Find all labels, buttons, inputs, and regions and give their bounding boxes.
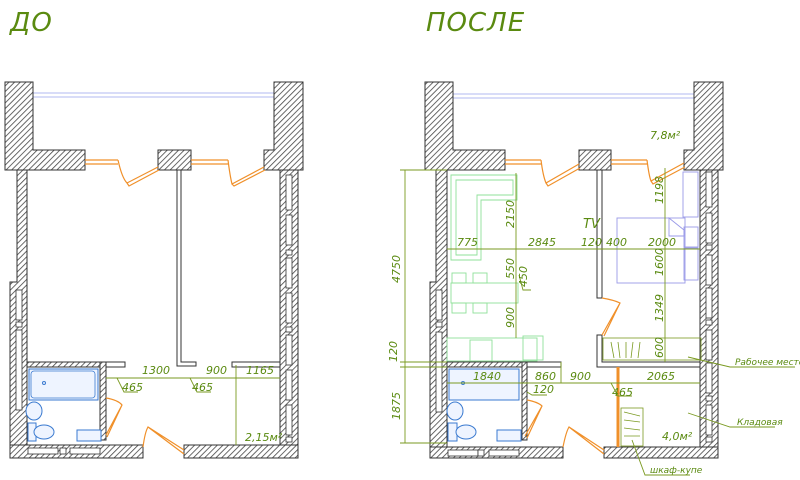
dim-550: 550 bbox=[504, 258, 517, 279]
dim-465: 465 bbox=[192, 381, 213, 394]
label-storage: Кладовая bbox=[737, 418, 783, 428]
dim-2845: 2845 bbox=[528, 236, 556, 249]
toilet bbox=[33, 424, 55, 440]
dim-120-bath: 120 bbox=[533, 383, 554, 396]
bathtub bbox=[28, 368, 99, 401]
dim-900: 900 bbox=[206, 364, 227, 377]
bed bbox=[616, 171, 699, 284]
dim-1349: 1349 bbox=[653, 294, 666, 322]
dim-2065: 2065 bbox=[647, 370, 675, 383]
dim-900: 900 bbox=[570, 370, 591, 383]
tv-label: TV bbox=[583, 217, 601, 232]
label-workplace: Рабочее место bbox=[735, 358, 800, 368]
dim-1165: 1165 bbox=[246, 364, 274, 377]
dim-1840: 1840 bbox=[473, 370, 501, 383]
area-label: 2,15м² bbox=[245, 431, 283, 444]
dim-2000: 2000 bbox=[648, 236, 676, 249]
dim-400: 400 bbox=[606, 236, 627, 249]
wall-top-right bbox=[263, 81, 304, 171]
dim-120: 120 bbox=[387, 341, 400, 362]
dim-120: 120 bbox=[581, 236, 602, 249]
sink bbox=[25, 401, 43, 421]
dim-600: 600 bbox=[653, 337, 666, 358]
dim-860: 860 bbox=[535, 370, 556, 383]
before-title: ДО bbox=[10, 8, 53, 38]
dim-2150: 2150 bbox=[504, 200, 517, 228]
wall-top-left bbox=[4, 81, 86, 171]
dim-1198: 1198 bbox=[653, 176, 666, 204]
kitchen-furniture bbox=[446, 174, 544, 362]
dim-1600: 1600 bbox=[653, 248, 666, 276]
wardrobe bbox=[602, 337, 702, 447]
label-wardrobe: шкаф-купе bbox=[650, 466, 703, 476]
after-title: ПОСЛЕ bbox=[426, 8, 526, 38]
area-bedroom: 7,8м² bbox=[650, 129, 681, 142]
dim-1875: 1875 bbox=[390, 392, 403, 420]
dim-775: 775 bbox=[457, 236, 478, 249]
dim-4750: 4750 bbox=[390, 255, 403, 283]
plan-after: 4750 1875 120 2150 550 900 1198 1600 134… bbox=[387, 81, 800, 476]
wall-pier bbox=[157, 149, 192, 171]
dim-1300: 1300 bbox=[142, 364, 170, 377]
plan-before: 1300 900 1165 465 465 2,15м² bbox=[4, 81, 304, 459]
dim-465: 465 bbox=[122, 381, 143, 394]
dim-900: 900 bbox=[504, 307, 517, 328]
dim-465: 465 bbox=[612, 386, 633, 399]
dim-450: 450 bbox=[517, 266, 530, 287]
area-storage: 4,0м² bbox=[662, 430, 693, 443]
